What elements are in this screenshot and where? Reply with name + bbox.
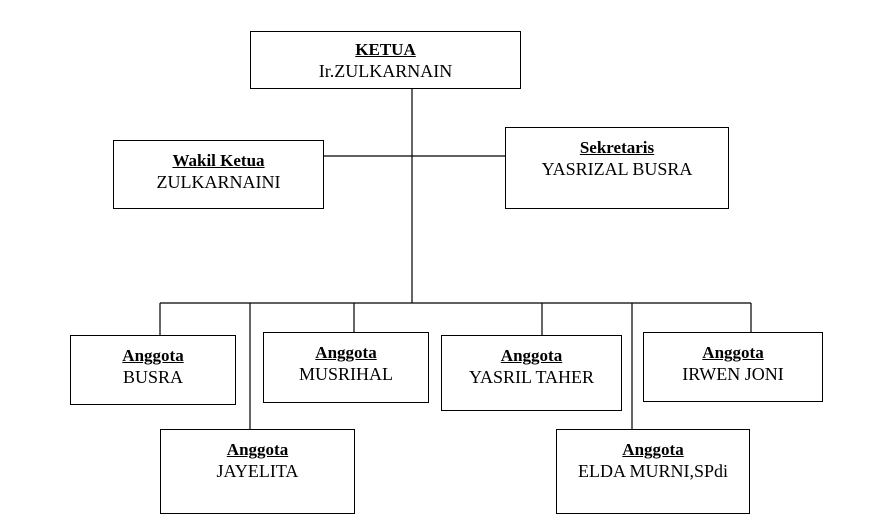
anggota-name: MUSRIHAL [298, 364, 393, 384]
ketua-name: Ir.ZULKARNAIN [318, 61, 453, 81]
anggota-name: ELDA MURNI,SPdi [577, 461, 729, 481]
anggota-name: JAYELITA [216, 461, 299, 481]
sekretaris-name: YASRIZAL BUSRA [541, 159, 693, 179]
wakil-ketua-box: Wakil Ketua ZULKARNAINI [113, 140, 324, 209]
anggota-box-musrihal: Anggota MUSRIHAL [263, 332, 429, 403]
anggota-name: IRWEN JONI [682, 364, 784, 384]
ketua-box: KETUA Ir.ZULKARNAIN [250, 31, 521, 89]
sekretaris-role: Sekretaris [579, 138, 655, 157]
anggota-role: Anggota [226, 440, 289, 459]
anggota-name: BUSRA [122, 367, 184, 387]
anggota-role: Anggota [122, 346, 184, 365]
anggota-box-busra: Anggota BUSRA [70, 335, 236, 405]
ketua-role: KETUA [355, 40, 416, 59]
anggota-name: YASRIL TAHER [468, 367, 595, 387]
anggota-role: Anggota [315, 343, 377, 362]
sekretaris-box: Sekretaris YASRIZAL BUSRA [505, 127, 729, 209]
anggota-box-elda-murni: Anggota ELDA MURNI,SPdi [556, 429, 750, 514]
anggota-role: Anggota [622, 440, 684, 459]
anggota-box-irwen-joni: Anggota IRWEN JONI [643, 332, 823, 402]
anggota-box-jayelita: Anggota JAYELITA [160, 429, 355, 514]
wakil-ketua-role: Wakil Ketua [172, 151, 265, 170]
wakil-ketua-name: ZULKARNAINI [156, 172, 281, 192]
anggota-role: Anggota [500, 346, 563, 365]
anggota-role: Anggota [702, 343, 764, 362]
anggota-box-yasril-taher: Anggota YASRIL TAHER [441, 335, 622, 411]
